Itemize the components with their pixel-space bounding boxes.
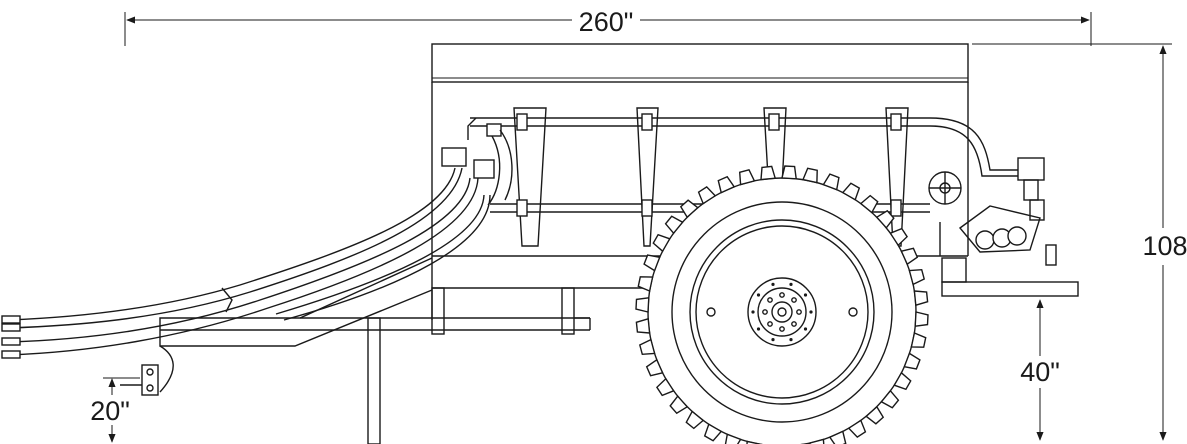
- tire-tread-lug: [847, 419, 867, 439]
- dimension-overall-height: 108: [972, 43, 1187, 441]
- tire-tread-lug: [880, 389, 900, 409]
- wheel-bolts: [751, 282, 813, 342]
- tire-tread-lug: [802, 167, 818, 184]
- tire-tread-lug: [913, 290, 929, 307]
- dimension-spinner-height: 40": [1020, 299, 1060, 441]
- hub-bolt: [751, 310, 755, 314]
- hub-bolt: [803, 293, 808, 297]
- tire-tread-lug: [635, 296, 650, 313]
- tire-tread-lug: [652, 233, 671, 253]
- hub-bolt: [756, 327, 761, 331]
- tire-tread-lug: [746, 440, 762, 444]
- hub-bolt: [803, 327, 808, 331]
- tire-tread-lug: [908, 268, 926, 286]
- tire-tread-lug: [808, 438, 825, 444]
- hub-bolt: [789, 338, 793, 342]
- rear-wheel: [635, 165, 929, 444]
- hub-bolt: [756, 293, 761, 297]
- tire-tread-lug: [914, 311, 929, 328]
- lug-bolt: [762, 309, 768, 315]
- lug-bolt: [791, 297, 797, 303]
- tire-tread-lug: [655, 377, 675, 397]
- tire-tread-lug: [664, 215, 684, 235]
- overall-length-label: 260": [579, 7, 634, 37]
- tire-tread-lug: [900, 247, 919, 266]
- hub-bolt: [789, 282, 793, 286]
- tire-tread-lug: [643, 254, 661, 272]
- spinner-assembly: [928, 157, 1079, 297]
- tire-tread-lug: [637, 276, 654, 292]
- tire-tread-lug: [685, 410, 705, 430]
- tire-tread-lug: [828, 430, 847, 444]
- tire-tread-lug: [697, 185, 717, 205]
- tire-treads: [635, 165, 929, 444]
- overall-height-label: 108: [1142, 231, 1187, 261]
- tire-tread-lug: [875, 209, 895, 229]
- dimension-overall-length: 260": [124, 7, 1092, 46]
- lug-bolt: [796, 309, 802, 315]
- lug-bolt: [767, 297, 773, 303]
- hydraulic-valves: [441, 117, 513, 206]
- tire-tread-lug: [724, 433, 742, 444]
- lug-bolt: [779, 326, 785, 332]
- hitch-height-label: 20": [90, 396, 130, 426]
- hitch: [120, 364, 159, 396]
- lug-bolt: [791, 321, 797, 327]
- tire-tread-lug: [841, 182, 861, 201]
- chassis-frame: [159, 257, 591, 444]
- tire-tread-lug: [781, 165, 798, 180]
- tire-tread-lug: [865, 405, 885, 425]
- tire-tread-lug: [910, 332, 927, 348]
- lug-bolt: [767, 321, 773, 327]
- tire-tread-lug: [638, 338, 656, 356]
- tire-tread-lug: [889, 227, 909, 247]
- tire-tread-lug: [760, 165, 777, 181]
- hydraulic-hoses: [1, 167, 491, 359]
- tire-tread-lug: [703, 423, 723, 442]
- tire-tread-lug: [669, 395, 689, 415]
- hub-bolt: [771, 282, 775, 286]
- tire-tread-lug: [903, 352, 921, 370]
- lug-bolt: [779, 292, 785, 298]
- tire-tread-lug: [717, 175, 736, 194]
- tire-tread-lug: [679, 199, 699, 219]
- tire-tread-lug: [822, 173, 840, 191]
- dimension-hitch-height: 20": [90, 377, 140, 443]
- tire-tread-lug: [635, 317, 651, 334]
- tire-tread-lug: [893, 371, 912, 391]
- tire-tread-lug: [645, 358, 664, 377]
- spinner-height-label: 40": [1020, 357, 1060, 387]
- hub-bolt: [809, 310, 813, 314]
- tire-tread-lug: [738, 168, 756, 186]
- hub-bolt: [771, 338, 775, 342]
- tire-tread-lug: [859, 194, 879, 214]
